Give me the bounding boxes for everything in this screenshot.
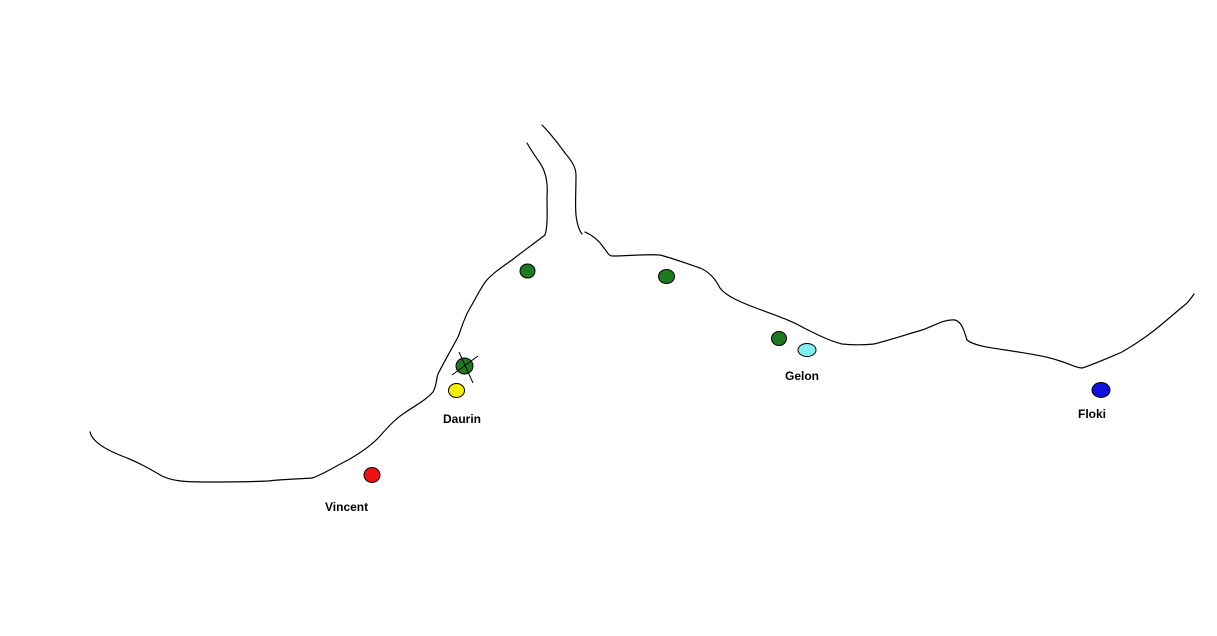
place-vincent: Vincent: [325, 467, 381, 514]
place-gelon: Gelon: [785, 343, 819, 383]
cross-line-2: [451, 355, 479, 376]
vincent-marker: [363, 467, 381, 483]
coastline-east: [541, 124, 1195, 369]
gelon-label: Gelon: [785, 369, 819, 383]
daurin-label: Daurin: [443, 412, 481, 426]
place-daurin: Daurin: [443, 383, 481, 426]
place-floki: Floki: [1078, 382, 1111, 421]
vincent-label: Vincent: [325, 500, 368, 514]
floki-marker: [1091, 382, 1111, 398]
green-marker-1: [519, 263, 536, 279]
cross-line-1: [458, 351, 474, 384]
green-marker-3: [771, 331, 787, 346]
crossed-green-marker: [451, 351, 479, 384]
floki-label: Floki: [1078, 407, 1106, 421]
coastline-west: [89, 142, 548, 483]
daurin-marker: [448, 383, 465, 398]
gelon-marker: [797, 343, 817, 357]
green-marker-2: [658, 269, 675, 284]
